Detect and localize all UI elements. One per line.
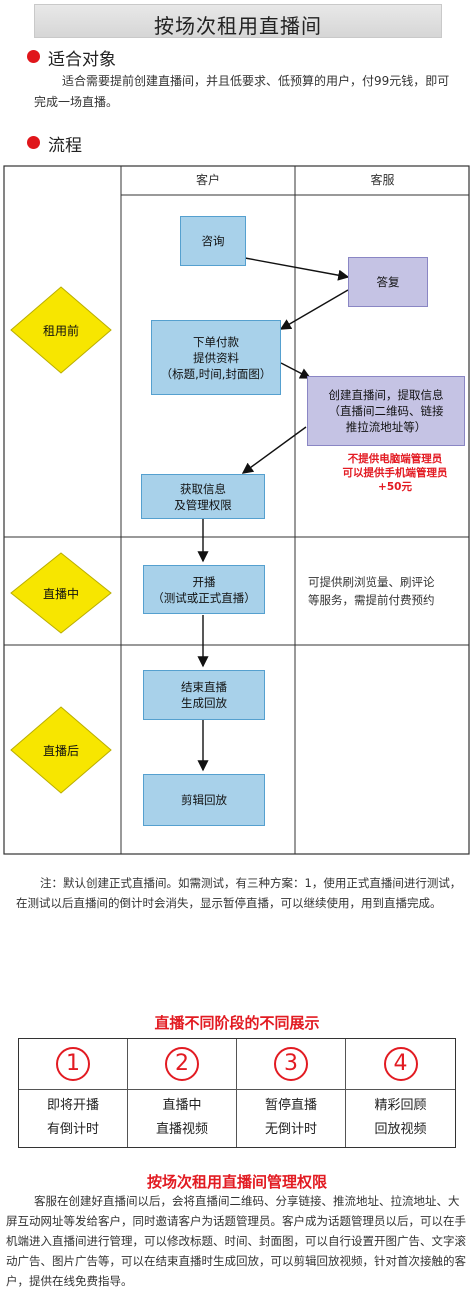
stages-table: 1 即将开播 有倒计时 2 直播中 直播视频 3 暂停直播 无倒计时 4 精彩回… (18, 1038, 456, 1148)
stage-label: 直播中 直播视频 (155, 1098, 208, 1137)
phase-label-live: 直播中 (42, 587, 79, 601)
step-clip-replay: 剪辑回放 (143, 774, 265, 826)
stage-cell: 2 直播中 直播视频 (128, 1039, 237, 1147)
stage-cell: 3 暂停直播 无倒计时 (237, 1039, 346, 1147)
phase-label-before: 租用前 (42, 324, 79, 338)
title-banner: 按场次租用直播间 (34, 4, 442, 38)
page-title: 按场次租用直播间 (154, 14, 322, 38)
flowchart-lines (3, 165, 470, 855)
column-header-service: 客服 (370, 173, 395, 187)
step-end-live: 结束直播 生成回放 (143, 670, 265, 720)
step-order: 下单付款 提供资料 （标题,时间,封面图） (151, 320, 281, 395)
stages-divider (19, 1089, 455, 1090)
step-start-live: 开播 （测试或正式直播） (143, 565, 265, 614)
testing-note: 注：默认创建正式直播间。如需测试，有三种方案：1，使用正式直播间进行测试，在测试… (16, 876, 462, 910)
stage-cell: 4 精彩回顾 回放视频 (346, 1039, 455, 1147)
flowchart: 客户 客服 租用前 直播中 直播后 咨询 答复 下单付款 提供资料 （标题,时间… (3, 165, 470, 855)
circled-number: 1 (56, 1047, 90, 1081)
section-title-process: 流程 (48, 136, 82, 156)
step-reply: 答复 (348, 257, 428, 307)
circled-number: 2 (165, 1047, 199, 1081)
admin-pricing-note: 不提供电脑端管理员 可以提供手机端管理员 +50元 (342, 453, 448, 493)
step-consult: 咨询 (180, 216, 246, 266)
bullet-dot-icon (27, 136, 40, 149)
diamond-shape (10, 552, 112, 634)
step-create-room: 创建直播间，提取信息 （直播间二维码、链接 推拉流地址等） (307, 376, 465, 446)
stage-label: 精彩回顾 回放视频 (374, 1098, 427, 1137)
column-header-customer: 客户 (195, 173, 220, 187)
permissions-text: 客服在创建好直播间以后，会将直播间二维码、分享链接、推流地址、拉流地址、大屏互动… (6, 1194, 466, 1288)
stage-cell: 1 即将开播 有倒计时 (19, 1039, 128, 1147)
circled-number: 4 (383, 1047, 418, 1081)
section-title-audience: 适合对象 (48, 50, 116, 70)
permissions-title: 按场次租用直播间管理权限 (146, 1173, 327, 1191)
diamond-shape (10, 286, 112, 374)
stage-label: 即将开播 有倒计时 (46, 1098, 99, 1137)
circled-number: 3 (274, 1047, 308, 1081)
diamond-shape (10, 706, 112, 794)
stage-label: 暂停直播 无倒计时 (264, 1098, 317, 1137)
extra-services-note: 可提供刷浏览量、刷评论 等服务，需提前付费预约 (308, 575, 435, 607)
stages-title: 直播不同阶段的不同展示 (154, 1014, 320, 1032)
bullet-dot-icon (27, 50, 40, 63)
audience-text: 适合需要提前创建直播间，并且低要求、低预算的用户，付99元钱，即可完成一场直播。 (34, 74, 450, 109)
step-fetch-info: 获取信息 及管理权限 (141, 474, 265, 519)
phase-label-after: 直播后 (42, 744, 79, 758)
